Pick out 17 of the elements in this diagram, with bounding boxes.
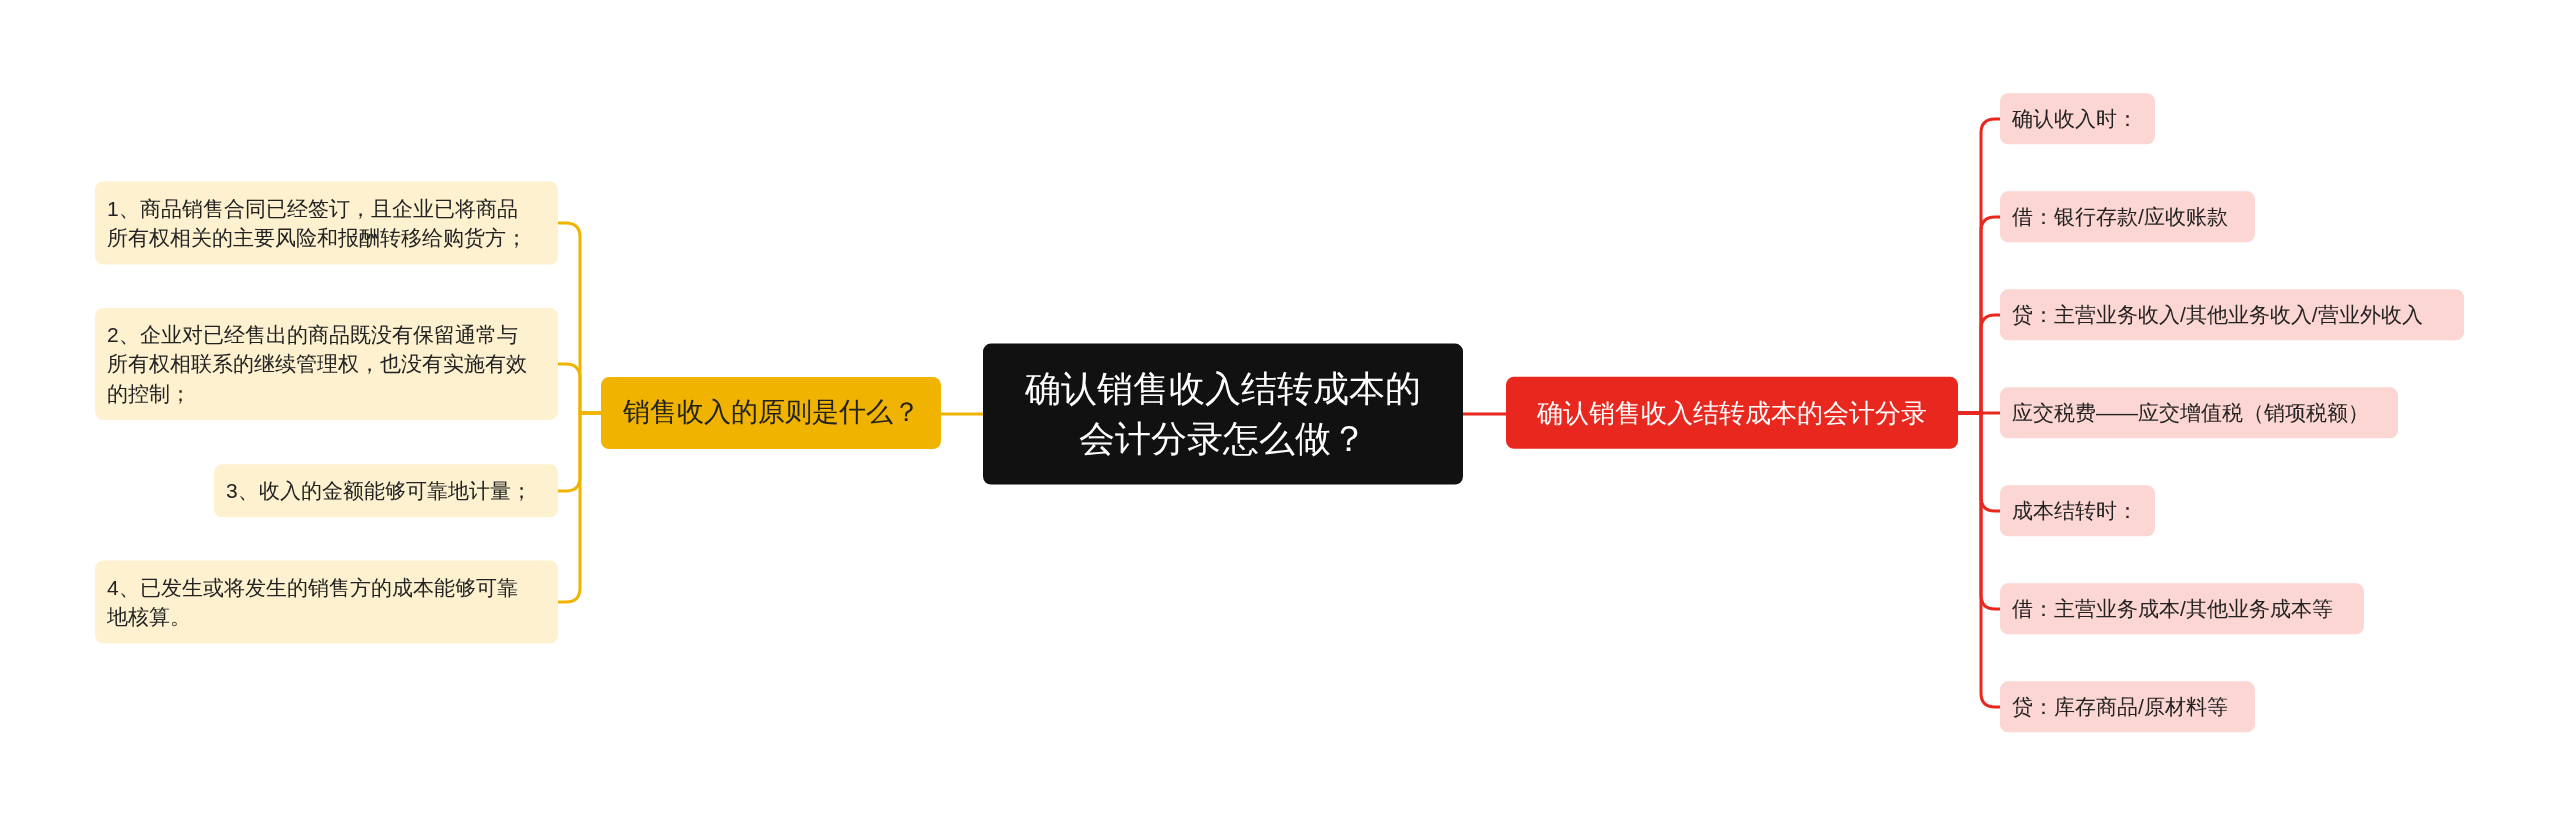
leaf-box: 1、商品销售合同已经签订，且企业已将商品所有权相关的主要风险和报酬转移给购货方； [95,181,558,265]
branch-box: 确认销售收入结转成本的会计分录 [1506,376,1958,450]
leaf-box: 3、收入的金额能够可靠地计量； [214,464,558,518]
leaf-box: 贷：主营业务收入/其他业务收入/营业外收入 [2000,289,2464,341]
leaf-box: 4、已发生或将发生的销售方的成本能够可靠地核算。 [95,560,558,644]
leaf-box: 应交税费——应交增值税（销项税额） [2000,387,2398,439]
leaf-box: 借：银行存款/应收账款 [2000,191,2255,243]
connector-line [1463,412,1506,416]
leaf-box: 2、企业对已经售出的商品既没有保留通常与所有权相联系的继续管理权，也没有实施有效的控制； [95,307,558,421]
connector-line [941,412,983,416]
leaf-box: 贷：库存商品/原材料等 [2000,681,2255,733]
leaf-box: 借：主营业务成本/其他业务成本等 [2000,583,2364,635]
leaf-box: 确认收入时： [2000,93,2155,145]
branch-box: 销售收入的原则是什么？ [601,377,941,449]
topic-box: 确认销售收入结转成本的会计分录怎么做？ [983,343,1463,485]
connector-line [558,411,601,604]
leaf-box: 成本结转时： [2000,485,2155,537]
